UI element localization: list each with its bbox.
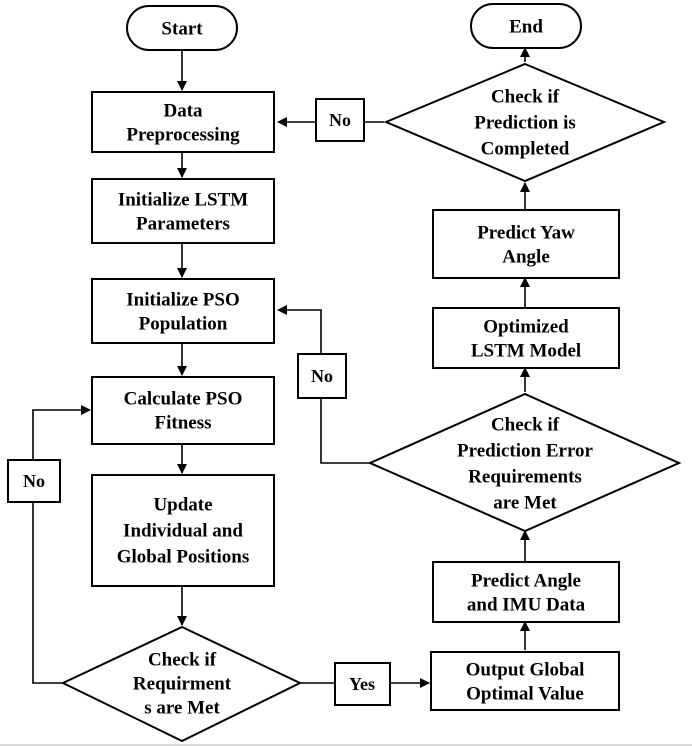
predict-angle-box: Predict Angle and IMU Data [432, 561, 620, 623]
update-positions-text-line: Individual and [123, 521, 243, 542]
no-label-requirements-text: No [23, 471, 45, 491]
output-global-text-line: Optimal Value [466, 684, 584, 705]
line-check-error-to-no [320, 398, 370, 464]
predict-yaw-text-line: Angle [502, 247, 550, 268]
initialize-pso-box: Initialize PSO Population [91, 278, 275, 344]
check-error-text-line: Prediction Error [457, 441, 594, 462]
output-global-text-line: Output Global [466, 660, 585, 681]
yes-label-requirements: Yes [334, 662, 391, 706]
update-positions-text-line: Global Positions [117, 547, 250, 568]
end-terminal: End [470, 3, 582, 49]
calc-fitness-text-line: Fitness [155, 413, 212, 434]
check-error-text-line: Requirements [468, 467, 582, 488]
check-requirements-text-line: s are Met [144, 698, 220, 719]
check-requirements-diamond: Check if Requirment s are Met [60, 625, 303, 743]
yes-label-requirements-text: Yes [349, 674, 375, 694]
connectors [32, 47, 530, 688]
data-preprocessing-text-line: Data [163, 101, 203, 122]
predict-angle-text-line: and IMU Data [467, 595, 586, 616]
calculate-fitness-box: Calculate PSO Fitness [91, 376, 275, 445]
init-lstm-text-line: Initialize LSTM [118, 190, 248, 211]
start-text-line: Start [161, 19, 203, 40]
check-error-text-line: Check if [491, 415, 560, 436]
no-label-error: No [297, 353, 347, 399]
check-completed-diamond: Check if Prediction is Completed [383, 62, 667, 183]
no-label-error-text: No [311, 366, 333, 386]
no-label-completed-text: No [329, 110, 351, 130]
update-positions-text-line: Update [153, 495, 212, 516]
arrow-no-to-pso-population [277, 305, 322, 354]
check-completed-text-line: Completed [481, 139, 570, 160]
start-terminal: Start [126, 5, 238, 51]
optimized-lstm-text-line: Optimized [483, 317, 569, 338]
optimized-lstm-text-line: LSTM Model [471, 341, 581, 362]
init-pso-text-line: Initialize PSO [126, 290, 239, 311]
no-label-completed: No [315, 98, 365, 142]
predict-angle-text-line: Predict Angle [471, 571, 581, 592]
no-label-requirements: No [7, 459, 61, 503]
predict-yaw-text-line: Predict Yaw [477, 223, 575, 244]
check-requirements-text-line: Check if [148, 650, 217, 671]
end-text-line: End [509, 17, 543, 38]
check-error-text-line: are Met [493, 493, 557, 514]
check-requirements-text-line: Requirment [133, 674, 232, 695]
check-completed-text-line: Check if [491, 87, 560, 108]
calc-fitness-text-line: Calculate PSO [124, 389, 243, 410]
initialize-lstm-box: Initialize LSTM Parameters [91, 178, 275, 244]
arrow-no-loop-to-fitness [32, 405, 91, 684]
data-preprocessing-text-line: Preprocessing [126, 125, 240, 146]
check-completed-text-line: Prediction is [474, 113, 576, 134]
init-pso-text-line: Population [139, 314, 228, 335]
init-lstm-text-line: Parameters [136, 214, 230, 235]
